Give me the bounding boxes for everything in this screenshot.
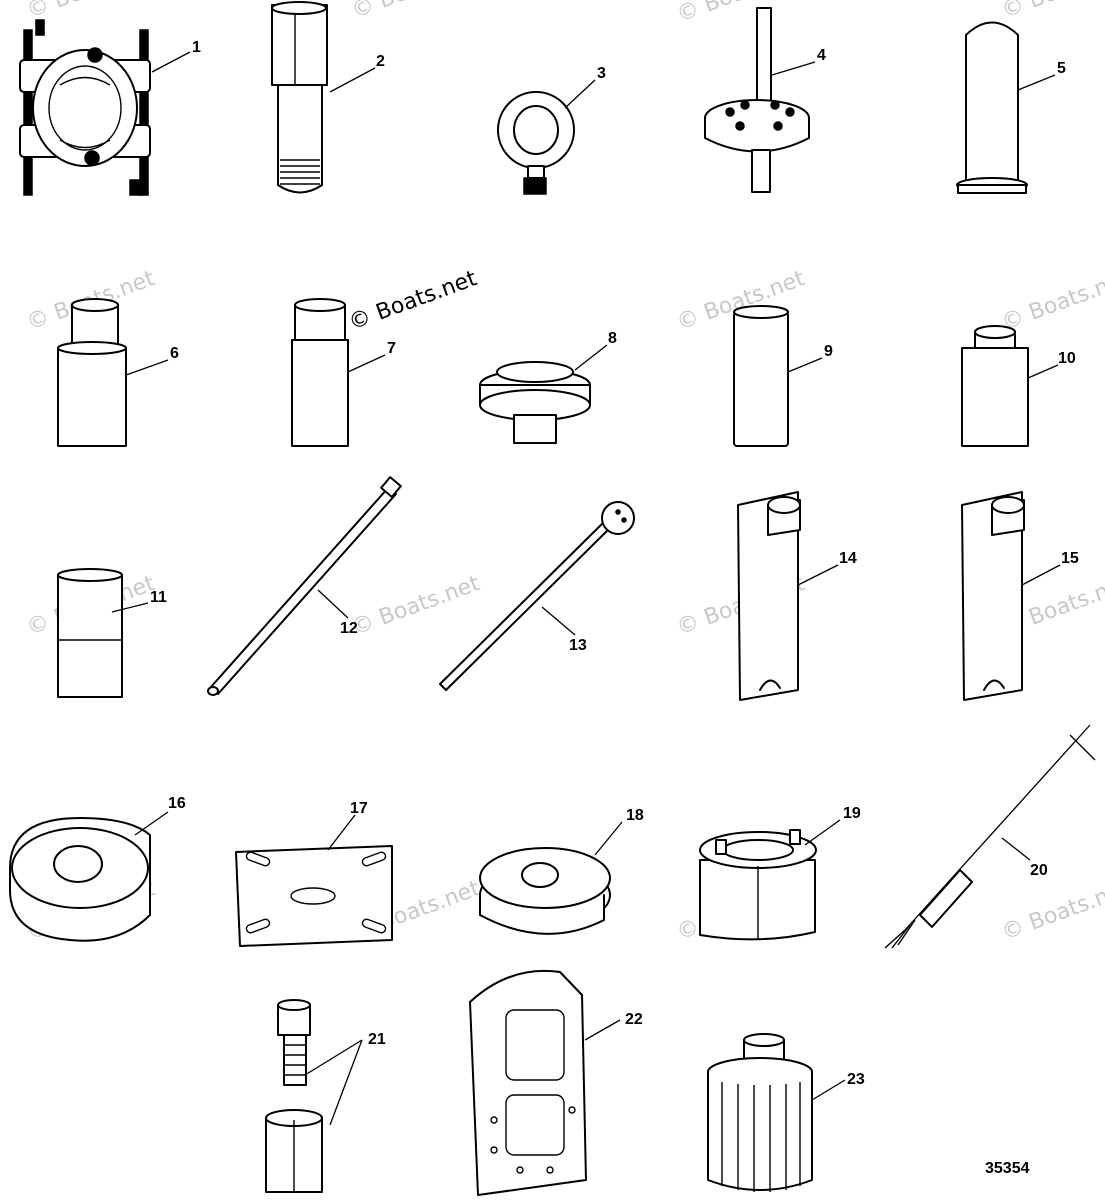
part-10-driver: [961, 325, 1029, 447]
part-13-rod: [439, 501, 635, 691]
callout-12: 12: [340, 620, 358, 637]
part-12-driver-rod: [207, 476, 402, 696]
part-2-threaded-adapter: [271, 1, 328, 194]
callout-4: 4: [817, 47, 826, 64]
part-16-support-plate: [9, 817, 151, 942]
part-22-template-plate: [469, 969, 587, 1196]
callout-8: 8: [608, 330, 617, 347]
callout-15: 15: [1061, 550, 1079, 567]
callout-13: 13: [569, 637, 587, 654]
watermark: © Boats.net: [349, 0, 484, 24]
part-3-lifting-eye: [497, 91, 575, 195]
part-20-slide-hammer: [884, 724, 1096, 949]
part-18-puck: [479, 847, 611, 935]
watermark: © Boats.net: [349, 571, 484, 641]
callout-18: 18: [626, 807, 644, 824]
part-23-filter-tool: [707, 1033, 813, 1192]
callout-numbers: 1 2 3 4 5 6 7 8 9 10 11 12 13 14 15 16 1…: [150, 39, 1079, 1088]
callout-23: 23: [847, 1071, 865, 1088]
callout-11: 11: [150, 589, 167, 606]
part-11-sleeve: [57, 568, 123, 698]
part-19-hex-tool: [699, 829, 817, 941]
part-17-plate: [235, 845, 393, 947]
part-6-driver: [57, 298, 127, 447]
figure-number: 35354: [985, 1160, 1030, 1177]
callout-10: 10: [1058, 350, 1076, 367]
callout-5: 5: [1057, 60, 1066, 77]
watermark: © Boats.net: [346, 266, 481, 336]
part-21-bolt-and-nut: [265, 999, 323, 1193]
callout-17: 17: [350, 800, 368, 817]
callout-2: 2: [376, 53, 385, 70]
part-15-spanner-wrench: [961, 491, 1025, 701]
callout-7: 7: [387, 340, 396, 357]
part-4-puller-plate: [704, 7, 810, 193]
part-14-spanner-wrench: [737, 491, 801, 701]
leader-lines: [111, 51, 1061, 1126]
callout-14: 14: [839, 550, 857, 567]
part-5-driver: [956, 21, 1028, 194]
callout-9: 9: [824, 343, 833, 360]
watermark: © Boats.net: [999, 876, 1105, 946]
callout-16: 16: [168, 795, 186, 812]
callout-6: 6: [170, 345, 179, 362]
watermark: © Boats.net: [999, 0, 1105, 24]
part-7-driver: [291, 298, 349, 447]
callout-19: 19: [843, 805, 861, 822]
callout-20: 20: [1030, 862, 1048, 879]
watermark: © Boats.net: [674, 0, 809, 28]
watermark: © Boats.net: [999, 266, 1105, 336]
part-9-driver: [733, 305, 789, 447]
callout-22: 22: [625, 1011, 643, 1028]
callout-1: 1: [192, 39, 201, 56]
callout-3: 3: [597, 65, 606, 82]
part-8-mandrel: [479, 361, 591, 444]
part-1-bearing-separator: [19, 19, 151, 196]
callout-21: 21: [368, 1031, 386, 1048]
